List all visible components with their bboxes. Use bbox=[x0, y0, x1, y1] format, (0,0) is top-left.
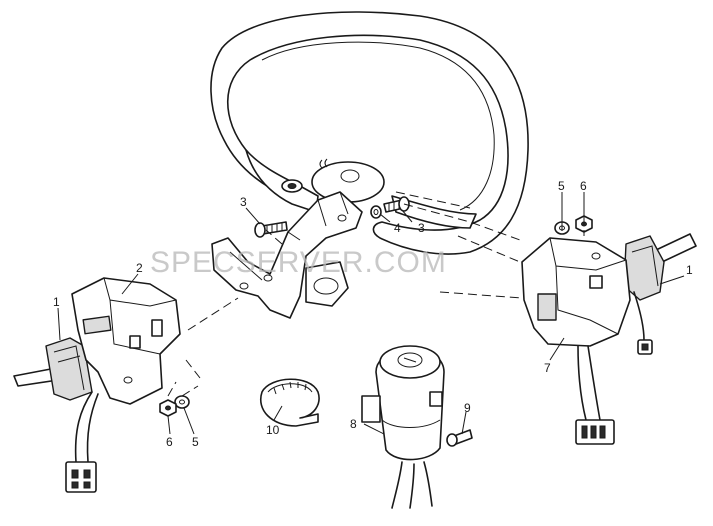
steering-wheel bbox=[210, 11, 529, 255]
bolt-left bbox=[254, 221, 288, 238]
callout-right-nut: 6 bbox=[580, 179, 587, 193]
ignition-switch bbox=[361, 345, 445, 509]
right-combination-switch bbox=[521, 233, 697, 445]
left-nut bbox=[159, 399, 177, 417]
callout-washer: 4 bbox=[394, 221, 401, 235]
callout-right-switch: 1 bbox=[686, 263, 693, 277]
callout-bolt-right: 3 bbox=[418, 221, 425, 235]
callout-left-switch-housing: 2 bbox=[136, 261, 143, 275]
callout-labels: 1 2 3 3 4 5 6 6 5 1 7 8 9 10 bbox=[53, 179, 693, 449]
callout-bolt-left: 3 bbox=[240, 195, 247, 209]
callout-ignition-switch: 8 bbox=[350, 417, 357, 431]
callout-right-washer: 5 bbox=[558, 179, 565, 193]
column-bracket bbox=[211, 191, 363, 319]
callout-screw: 9 bbox=[464, 401, 471, 415]
callout-right-switch-housing: 7 bbox=[544, 361, 551, 375]
callout-left-nut: 6 bbox=[166, 435, 173, 449]
callout-left-switch: 1 bbox=[53, 295, 60, 309]
callout-clamp: 10 bbox=[266, 423, 280, 437]
hose-clamp bbox=[259, 378, 320, 427]
callout-left-washer: 5 bbox=[192, 435, 199, 449]
watermark-text: SPECSERVER.COM bbox=[150, 246, 447, 279]
washer bbox=[370, 205, 382, 219]
left-combination-switch bbox=[13, 277, 181, 493]
left-washer bbox=[174, 395, 190, 409]
screw bbox=[446, 429, 473, 447]
leader-lines bbox=[57, 192, 685, 435]
assembly-lines bbox=[167, 191, 585, 397]
